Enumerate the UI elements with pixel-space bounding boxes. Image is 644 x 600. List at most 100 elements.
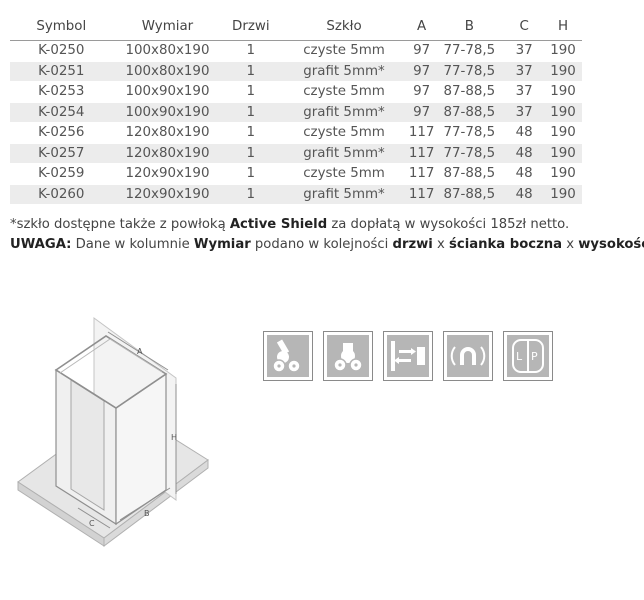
cell-drzwi: 1: [222, 61, 280, 82]
lp-right-label: P: [531, 350, 538, 363]
cell-h: 190: [544, 122, 582, 144]
cell-h: 190: [544, 143, 582, 164]
glass-door: [70, 379, 105, 511]
cell-drzwi: 1: [222, 122, 280, 144]
note-text: Dane w kolumnie: [71, 237, 194, 252]
cell-c: 48: [504, 163, 545, 185]
frame-line: [59, 338, 111, 374]
note-bold: wysokość.: [578, 237, 644, 252]
cell-b: 87-88,5: [434, 102, 505, 123]
note-text: *szkło dostępne także z powłoką: [10, 217, 230, 232]
col-header-c: C: [504, 12, 545, 41]
cell-c: 37: [504, 40, 545, 62]
cell-h: 190: [544, 61, 582, 82]
cell-a: 97: [408, 61, 435, 82]
cell-wymiar: 100x80x190: [112, 40, 223, 62]
note-bold: Wymiar: [193, 237, 251, 252]
dim-c-line: [77, 507, 111, 529]
cell-szklo: czyste 5mm: [279, 40, 409, 62]
cell-symbol: K-0257: [10, 143, 113, 164]
note-bold: UWAGA:: [10, 237, 72, 252]
cell-szklo: grafit 5mm*: [279, 61, 409, 82]
cell-wymiar: 100x90x190: [112, 81, 223, 103]
cell-c: 37: [504, 81, 545, 103]
cell-c: 48: [504, 143, 545, 164]
table-row: K-0254 100x90x190 1 grafit 5mm* 97 87-88…: [10, 102, 582, 123]
cell-symbol: K-0260: [10, 184, 113, 205]
cell-wymiar: 100x90x190: [112, 102, 223, 123]
cell-symbol: K-0254: [10, 102, 113, 123]
cell-symbol: K-0251: [10, 61, 113, 82]
cell-szklo: czyste 5mm: [279, 81, 409, 103]
cell-drzwi: 1: [222, 40, 280, 62]
note-text: x: [562, 237, 579, 252]
cell-a: 117: [408, 143, 435, 164]
magnetic-seal-icon: [443, 331, 493, 381]
cell-c: 48: [504, 184, 545, 205]
dim-a-line: [107, 331, 169, 371]
col-header-drzwi: Drzwi: [222, 12, 280, 41]
table-row: K-0250 100x80x190 1 czyste 5mm 97 77-78,…: [10, 40, 582, 62]
cell-symbol: K-0256: [10, 122, 113, 144]
rollers-icon: [263, 331, 313, 381]
cell-szklo: grafit 5mm*: [279, 184, 409, 205]
cell-szklo: grafit 5mm*: [279, 102, 409, 123]
cell-wymiar: 120x90x190: [112, 184, 223, 205]
cell-symbol: K-0253: [10, 81, 113, 103]
glass-coating-note: *szkło dostępne także z powłoką Active S…: [10, 217, 569, 232]
top-frame: [54, 335, 168, 409]
cell-wymiar: 120x90x190: [112, 163, 223, 185]
cell-h: 190: [544, 40, 582, 62]
cell-a: 117: [408, 184, 435, 205]
note-text: x: [432, 237, 450, 252]
dim-a-label: A: [137, 347, 143, 356]
cell-b: 77-78,5: [434, 40, 505, 62]
table-row: K-0257 120x80x190 1 grafit 5mm* 117 77-7…: [10, 143, 582, 164]
table-row: K-0251 100x80x190 1 grafit 5mm* 97 77-78…: [10, 61, 582, 82]
spec-table: Symbol Wymiar Drzwi Szkło A B C H K-0250…: [10, 12, 582, 205]
cell-wymiar: 100x80x190: [112, 61, 223, 82]
table-row: K-0253 100x90x190 1 czyste 5mm 97 87-88,…: [10, 81, 582, 103]
cell-symbol: K-0259: [10, 163, 113, 185]
rollers-icon-glyph: [272, 339, 301, 373]
col-header-wymiar: Wymiar: [112, 12, 223, 41]
cell-b: 87-88,5: [434, 184, 505, 205]
cell-wymiar: 120x80x190: [112, 122, 223, 144]
table-row: K-0256 120x80x190 1 czyste 5mm 117 77-78…: [10, 122, 582, 144]
cell-drzwi: 1: [222, 81, 280, 103]
frame-line: [109, 338, 163, 373]
left-right-mount-icon-glyph: L P: [512, 339, 544, 373]
col-header-szklo: Szkło: [279, 12, 409, 41]
table-row: K-0259 120x90x190 1 czyste 5mm 117 87-88…: [10, 163, 582, 185]
magnetic-seal-icon-glyph: [450, 346, 486, 366]
reversible-door-icon-glyph: [391, 341, 425, 371]
dim-b-label: B: [144, 509, 150, 518]
cell-a: 117: [408, 122, 435, 144]
table-row: K-0260 120x90x190 1 grafit 5mm* 117 87-8…: [10, 184, 582, 205]
cell-wymiar: 120x80x190: [112, 143, 223, 164]
rollers-top-icon: [323, 331, 373, 381]
dim-c-label: C: [89, 519, 95, 528]
rollers-top-icon-glyph: [333, 343, 363, 372]
reversible-door-icon: [383, 331, 433, 381]
cell-b: 77-78,5: [434, 61, 505, 82]
lp-left-label: L: [516, 350, 523, 363]
cell-a: 117: [408, 163, 435, 185]
cell-c: 48: [504, 122, 545, 144]
cell-a: 97: [408, 40, 435, 62]
cell-h: 190: [544, 163, 582, 185]
col-header-b: B: [434, 12, 505, 41]
cell-drzwi: 1: [222, 184, 280, 205]
table-header-row: Symbol Wymiar Drzwi Szkło A B C H: [10, 12, 582, 41]
cell-drzwi: 1: [222, 143, 280, 164]
note-bold: ścianka boczna: [449, 237, 563, 252]
cell-drzwi: 1: [222, 163, 280, 185]
dimension-order-note: UWAGA: Dane w kolumnie Wymiar podano w k…: [10, 237, 644, 252]
cell-b: 87-88,5: [434, 81, 505, 103]
cell-szklo: czyste 5mm: [279, 163, 409, 185]
cell-b: 77-78,5: [434, 122, 505, 144]
cell-szklo: czyste 5mm: [279, 122, 409, 144]
cell-c: 37: [504, 61, 545, 82]
cell-drzwi: 1: [222, 102, 280, 123]
cell-b: 87-88,5: [434, 163, 505, 185]
